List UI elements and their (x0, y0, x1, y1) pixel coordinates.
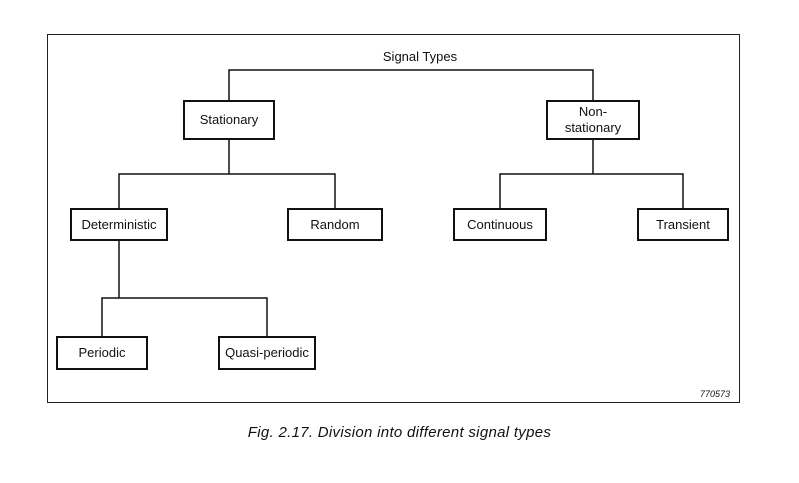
diagram-frame (47, 34, 740, 403)
figure-caption: Fig. 2.17. Division into different signa… (247, 424, 552, 441)
connector-deterministic (101, 241, 268, 336)
node-transient: Transient (637, 208, 729, 241)
node-nonstationary: Non- stationary (546, 100, 640, 140)
connector-stationary (118, 140, 336, 208)
node-continuous: Continuous (453, 208, 547, 241)
figure-number: 770573 (700, 389, 731, 399)
connector-root (228, 69, 594, 100)
node-quasiperiodic: Quasi-periodic (218, 336, 316, 370)
node-periodic: Periodic (56, 336, 148, 370)
node-stationary: Stationary (183, 100, 275, 140)
root-label-signal-types: Signal Types (350, 49, 490, 64)
node-deterministic: Deterministic (70, 208, 168, 241)
node-random: Random (287, 208, 383, 241)
connector-nonstationary (499, 140, 684, 208)
